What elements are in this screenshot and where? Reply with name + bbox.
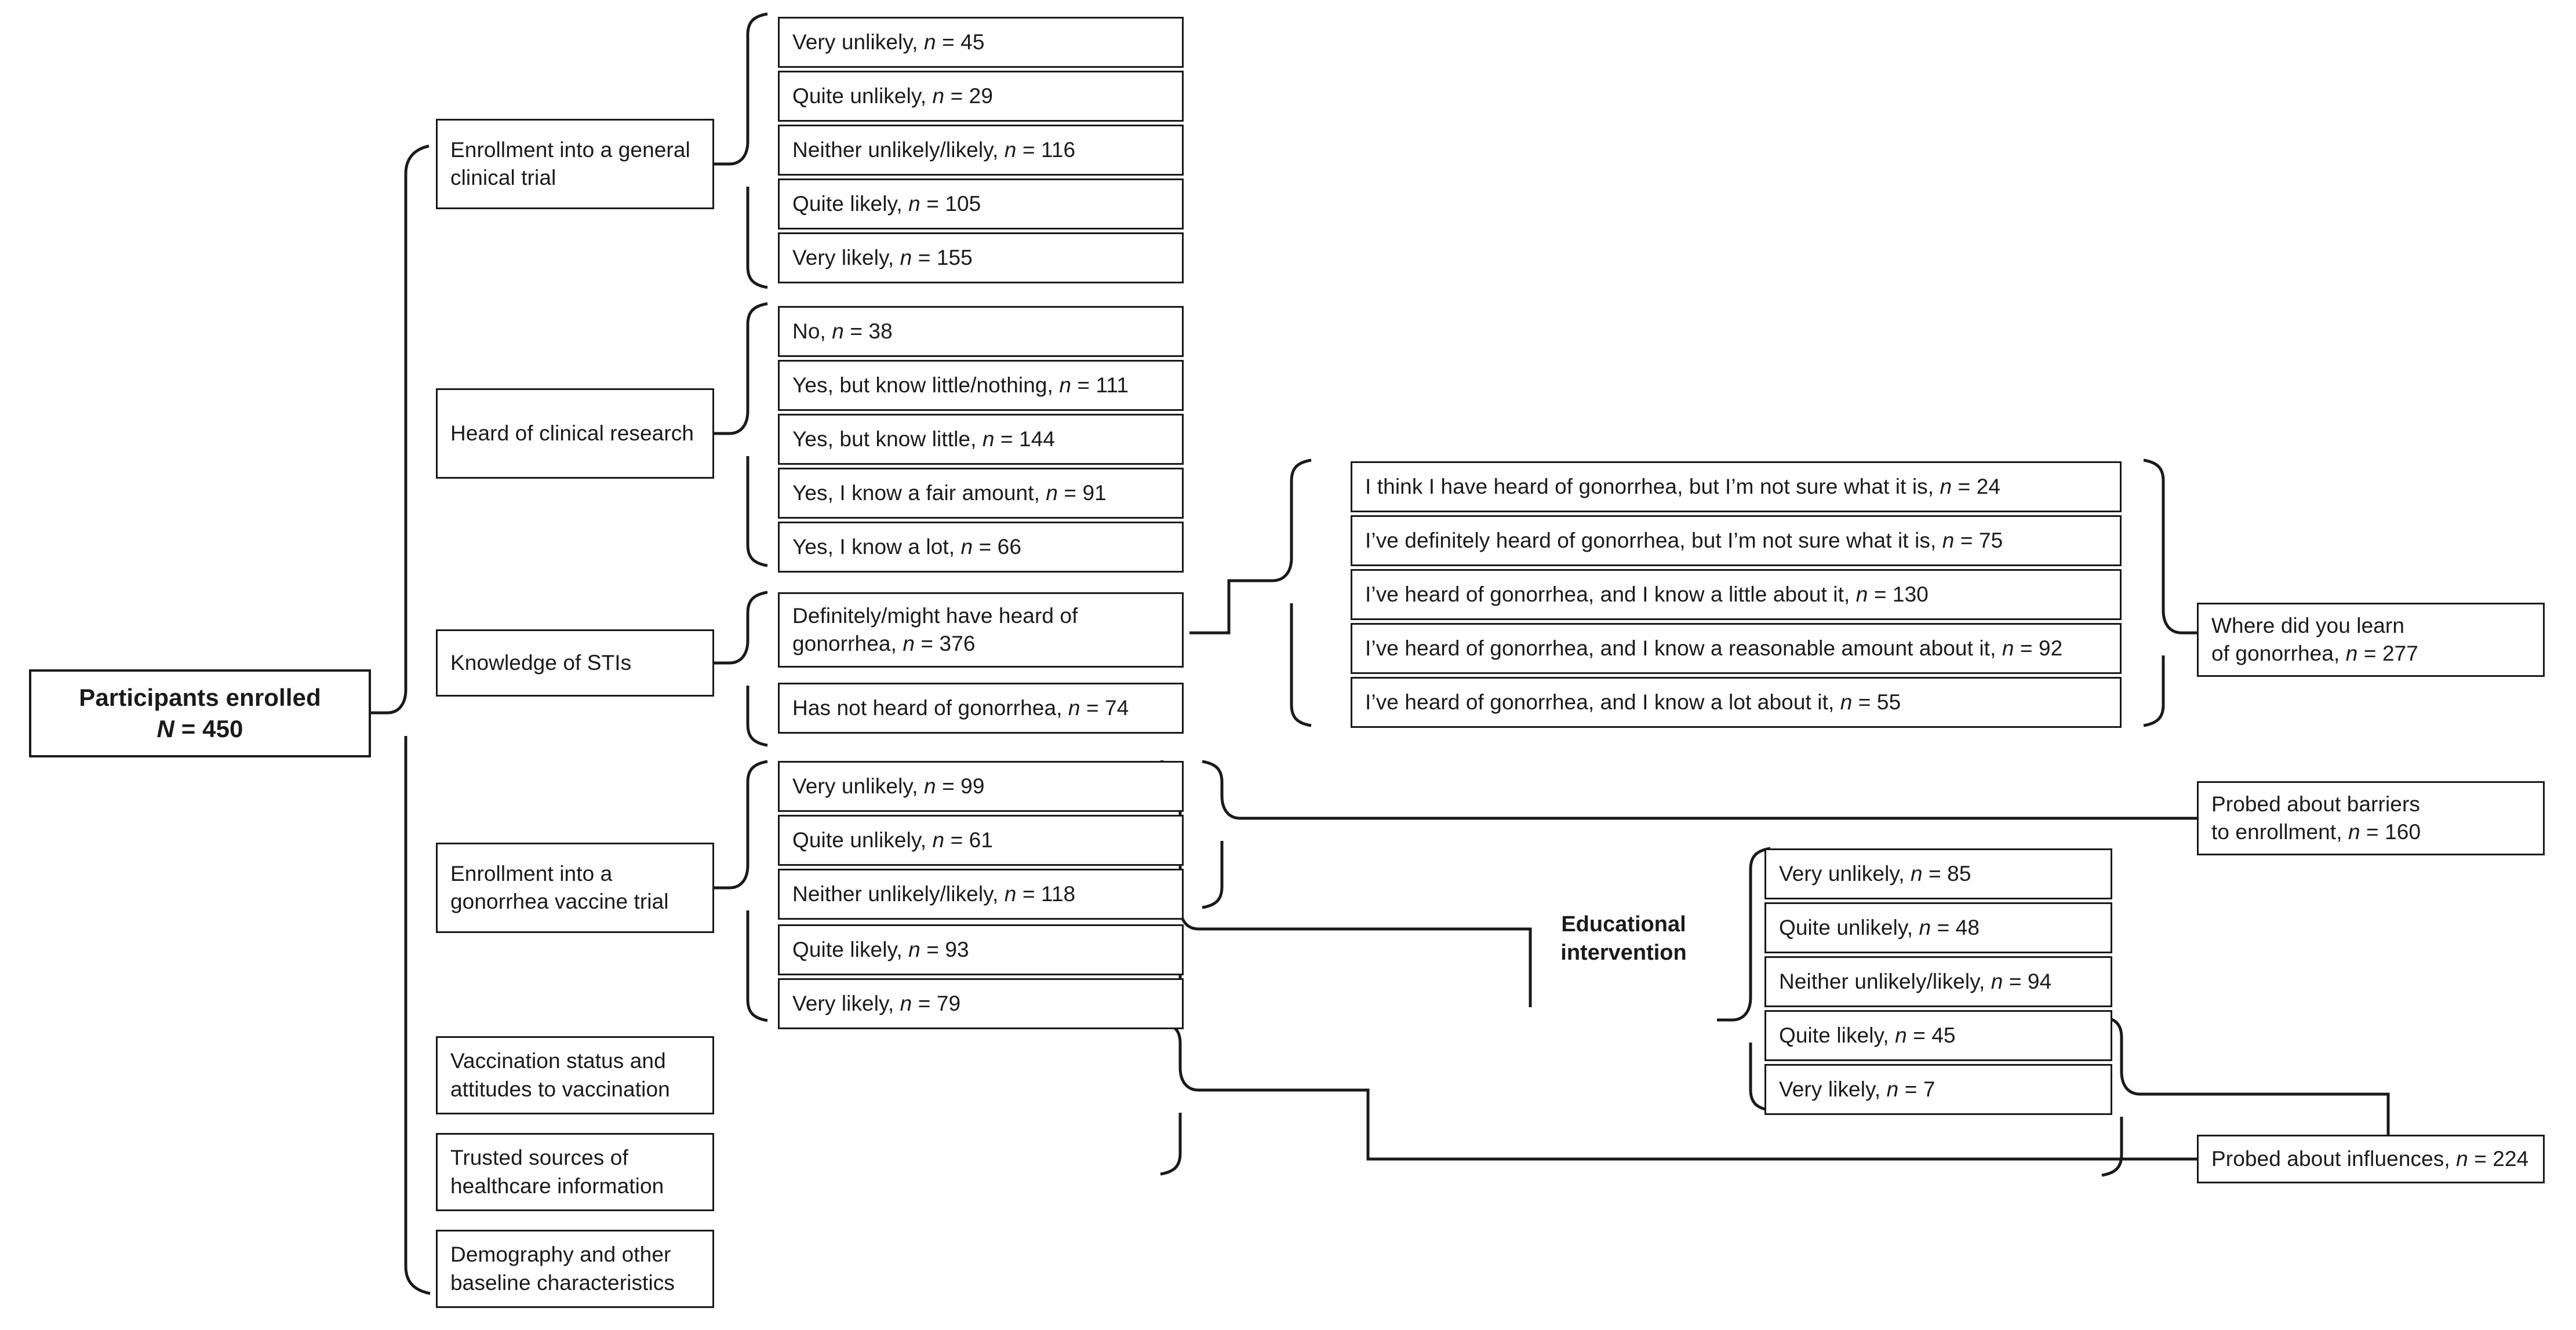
response-box-gono-detail-3[interactable]: I’ve heard of gonorrhea, and I know a li… — [1351, 569, 2122, 620]
response-label-knowledge-sti-2: Has not heard of gonorrhea, n = 74 — [792, 695, 1129, 720]
response-box-general-trial-2[interactable]: Quite unlikely, n = 29 — [778, 71, 1184, 122]
response-box-post-intervention-3[interactable]: Neither unlikely/likely, n = 94 — [1764, 956, 2112, 1007]
brace-gono-vaccine — [714, 760, 768, 1022]
outcome-box-influences[interactable]: Probed about influences, n = 224 — [2197, 1135, 2545, 1183]
where-learn-line-1: Where did you learn — [2211, 613, 2405, 637]
link-edu-upper — [1199, 927, 1532, 1007]
response-box-gono-detail-2[interactable]: I’ve definitely heard of gonorrhea, but … — [1351, 515, 2122, 566]
response-label-gono-detail-1: I think I have heard of gonorrhea, but I… — [1365, 474, 2001, 498]
root-box-participants-enrolled[interactable]: Participants enrolled N = 450 — [29, 669, 371, 757]
response-label-gono-vaccine-2: Quite unlikely, n = 61 — [792, 828, 994, 852]
response-box-general-trial-4[interactable]: Quite likely, n = 105 — [778, 178, 1184, 229]
response-box-post-intervention-2[interactable]: Quite unlikely, n = 48 — [1764, 902, 2112, 953]
response-box-gono-vaccine-3[interactable]: Neither unlikely/likely, n = 118 — [778, 869, 1184, 920]
response-box-knowledge-sti-1[interactable]: Definitely/might have heard of gonorrhea… — [778, 592, 1184, 668]
response-label-heard-research-3: Yes, but know little, n = 144 — [792, 427, 1056, 451]
brace-post-intervention — [1717, 847, 1771, 1112]
root-n-symbol: N — [157, 715, 174, 742]
brace-where-learn — [2143, 458, 2197, 727]
brace-barriers-inner — [1202, 760, 1241, 909]
domain-box-gono-vaccine-trial[interactable]: Enrollment into a gonorrhea vaccine tria… — [436, 843, 714, 933]
brace-gono-detail-left — [1189, 458, 1312, 727]
domain-label-demography: Demography and other baseline characteri… — [450, 1242, 675, 1295]
response-label-gono-vaccine-1: Very unlikely, n = 99 — [792, 774, 985, 798]
response-label-heard-research-5: Yes, I know a lot, n = 66 — [792, 534, 1022, 559]
response-box-heard-research-5[interactable]: Yes, I know a lot, n = 66 — [778, 522, 1184, 573]
domain-box-heard-research[interactable]: Heard of clinical research — [436, 388, 714, 479]
where-learn-line-2: of gonorrhea, n = 277 — [2211, 642, 2418, 665]
brace-root — [371, 144, 431, 1295]
barriers-line-2: to enrollment, n = 160 — [2211, 820, 2421, 844]
response-label-gono-vaccine-5: Very likely, n = 79 — [792, 991, 961, 1015]
response-label-heard-research-1: No, n = 38 — [792, 319, 893, 343]
response-label-post-intervention-5: Very likely, n = 7 — [1779, 1077, 1935, 1101]
response-label-gono-detail-4: I’ve heard of gonorrhea, and I know a re… — [1365, 636, 2063, 660]
domain-box-general-trial[interactable]: Enrollment into a general clinical trial — [436, 119, 714, 209]
barriers-line-1: Probed about barriers — [2211, 792, 2420, 816]
domain-label-knowledge-sti: Knowledge of STIs — [450, 650, 632, 675]
stage-label-educational-intervention: Educational intervention — [1530, 869, 1717, 1008]
response-label-general-trial-5: Very likely, n = 155 — [792, 245, 973, 269]
response-label-gono-vaccine-3: Neither unlikely/likely, n = 118 — [792, 881, 1076, 906]
response-box-heard-research-1[interactable]: No, n = 38 — [778, 306, 1184, 357]
brace-edu-lower — [1160, 1021, 1199, 1176]
response-label-knowledge-sti-1: Definitely/might have heard of gonorrhea… — [792, 603, 1078, 655]
domain-box-trusted-sources[interactable]: Trusted sources of healthcare informatio… — [436, 1133, 714, 1211]
response-label-general-trial-3: Neither unlikely/likely, n = 116 — [792, 137, 1076, 162]
brace-general-trial — [714, 12, 768, 289]
response-box-gono-detail-1[interactable]: I think I have heard of gonorrhea, but I… — [1351, 461, 2122, 512]
response-box-post-intervention-5[interactable]: Very likely, n = 7 — [1764, 1064, 2112, 1115]
response-box-heard-research-2[interactable]: Yes, but know little/nothing, n = 111 — [778, 360, 1184, 411]
response-label-gono-vaccine-4: Quite likely, n = 93 — [792, 937, 969, 961]
response-box-post-intervention-1[interactable]: Very unlikely, n = 85 — [1764, 848, 2112, 899]
response-box-general-trial-1[interactable]: Very unlikely, n = 45 — [778, 17, 1184, 68]
response-box-post-intervention-4[interactable]: Quite likely, n = 45 — [1764, 1010, 2112, 1061]
response-label-general-trial-4: Quite likely, n = 105 — [792, 191, 981, 216]
response-box-gono-vaccine-4[interactable]: Quite likely, n = 93 — [778, 924, 1184, 975]
response-label-general-trial-1: Very unlikely, n = 45 — [792, 30, 985, 54]
brace-heard-research — [714, 302, 768, 567]
root-line-1: Participants enrolled — [79, 684, 321, 712]
response-box-general-trial-5[interactable]: Very likely, n = 155 — [778, 232, 1184, 283]
response-box-knowledge-sti-2[interactable]: Has not heard of gonorrhea, n = 74 — [778, 683, 1184, 734]
domain-label-general-trial: Enrollment into a general clinical trial — [450, 137, 690, 190]
influences-label: Probed about influences, n = 224 — [2211, 1146, 2529, 1171]
domain-box-knowledge-sti[interactable]: Knowledge of STIs — [436, 629, 714, 697]
root-n-value: = 450 — [181, 715, 243, 742]
outcome-box-barriers[interactable]: Probed about barriers to enrollment, n =… — [2197, 781, 2545, 855]
response-label-post-intervention-1: Very unlikely, n = 85 — [1779, 861, 1971, 886]
response-label-post-intervention-2: Quite unlikely, n = 48 — [1779, 915, 1980, 939]
response-label-post-intervention-4: Quite likely, n = 45 — [1779, 1023, 1956, 1047]
response-label-post-intervention-3: Neither unlikely/likely, n = 94 — [1779, 969, 2052, 993]
response-label-heard-research-4: Yes, I know a fair amount, n = 91 — [792, 480, 1107, 505]
response-box-gono-vaccine-5[interactable]: Very likely, n = 79 — [778, 978, 1184, 1029]
domain-label-vaccination-status: Vaccination status and attitudes to vacc… — [450, 1049, 670, 1101]
response-label-general-trial-2: Quite unlikely, n = 29 — [792, 83, 994, 108]
response-box-gono-vaccine-2[interactable]: Quite unlikely, n = 61 — [778, 815, 1184, 866]
response-label-gono-detail-5: I’ve heard of gonorrhea, and I know a lo… — [1365, 690, 1901, 714]
domain-label-trusted-sources: Trusted sources of healthcare informatio… — [450, 1146, 664, 1198]
outcome-box-where-learn[interactable]: Where did you learn of gonorrhea, n = 27… — [2197, 603, 2545, 677]
response-box-heard-research-4[interactable]: Yes, I know a fair amount, n = 91 — [778, 468, 1184, 519]
edu-line-2: intervention — [1560, 941, 1687, 965]
edu-line-1: Educational — [1561, 912, 1686, 937]
domain-label-gono-vaccine-trial: Enrollment into a gonorrhea vaccine tria… — [450, 861, 669, 913]
response-label-gono-detail-3: I’ve heard of gonorrhea, and I know a li… — [1365, 582, 1929, 606]
response-box-gono-vaccine-1[interactable]: Very unlikely, n = 99 — [778, 761, 1184, 812]
response-box-general-trial-3[interactable]: Neither unlikely/likely, n = 116 — [778, 125, 1184, 176]
domain-box-vaccination-status[interactable]: Vaccination status and attitudes to vacc… — [436, 1036, 714, 1114]
response-label-gono-detail-2: I’ve definitely heard of gonorrhea, but … — [1365, 528, 2003, 552]
domain-box-demography[interactable]: Demography and other baseline characteri… — [436, 1230, 714, 1308]
brace-knowledge-sti — [714, 591, 768, 747]
response-box-gono-detail-5[interactable]: I’ve heard of gonorrhea, and I know a lo… — [1351, 677, 2122, 728]
domain-label-heard-research: Heard of clinical research — [450, 421, 694, 445]
response-label-heard-research-2: Yes, but know little/nothing, n = 111 — [792, 373, 1129, 397]
response-box-gono-detail-4[interactable]: I’ve heard of gonorrhea, and I know a re… — [1351, 623, 2122, 674]
response-box-heard-research-3[interactable]: Yes, but know little, n = 144 — [778, 414, 1184, 465]
